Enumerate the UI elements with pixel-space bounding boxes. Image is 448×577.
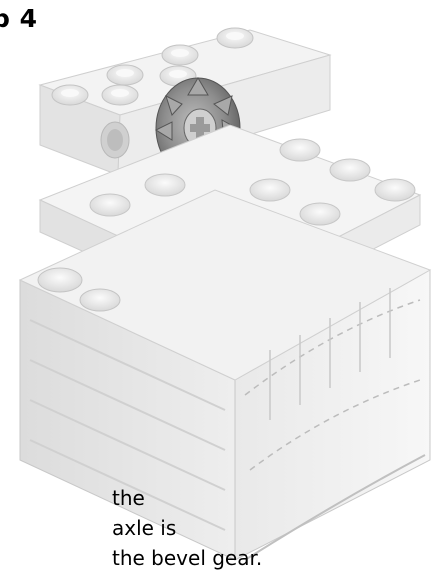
caption-line-2: axle is [112, 515, 176, 541]
caption-line-1: the [112, 485, 145, 511]
caption-line-3: the bevel gear. [112, 545, 262, 571]
